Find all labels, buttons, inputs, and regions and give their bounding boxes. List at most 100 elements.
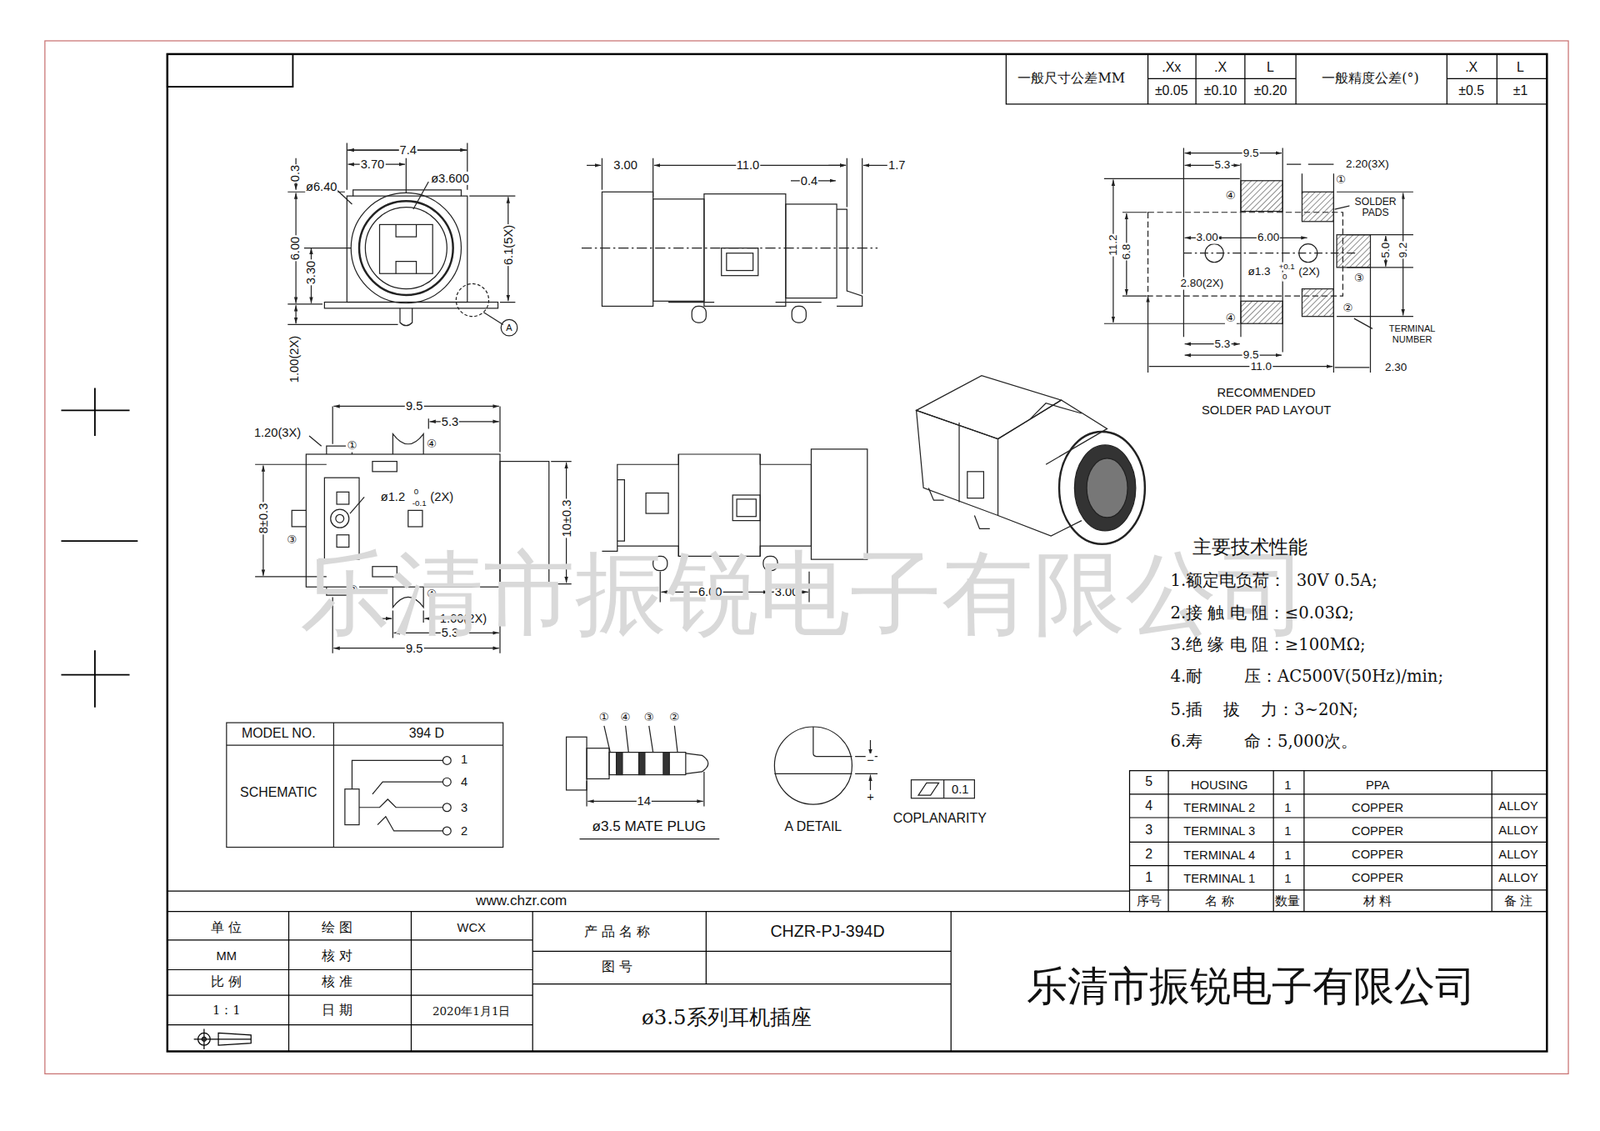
table-cell: COPPER	[1350, 800, 1405, 814]
title-block-cell: 产 品 名 称	[583, 924, 651, 939]
title-block-cell: 核 对	[320, 949, 354, 964]
dimension: 9.2	[1396, 241, 1410, 260]
table-cell: 3	[1144, 822, 1154, 837]
dimension: ø1.3	[1247, 265, 1272, 278]
table-cell: ALLOY	[1497, 847, 1539, 861]
dimension: 5.3	[1214, 159, 1232, 172]
view-title: SOLDER PAD LAYOUT	[1200, 403, 1332, 417]
title-block-cell: 比 例	[210, 974, 243, 989]
spec-line: 2.接 触 电 阻：≤0.03Ω;	[1170, 604, 1354, 623]
title-block-cell: 绘 图	[320, 920, 354, 935]
callout-number: ②	[1341, 301, 1354, 315]
table-cell: .Xx	[1160, 60, 1182, 75]
table-cell: ±0.20	[1253, 83, 1289, 98]
table-cell: ALLOY	[1497, 870, 1539, 885]
schematic	[345, 756, 451, 835]
title-block-cell: 单 位	[210, 920, 243, 935]
table-header: 材 料	[1362, 894, 1394, 908]
dimension: 11.2	[1106, 233, 1120, 256]
title-block-cell: 日 期	[320, 1002, 354, 1017]
table-cell: TERMINAL 1	[1182, 871, 1256, 885]
spec-line: 5.插 拔 力：3~20N;	[1170, 700, 1358, 720]
spec-heading: 主要技术性能	[1192, 536, 1308, 559]
dimension: 7.4	[399, 143, 418, 157]
dimension: 9.5	[405, 399, 424, 413]
dimension: 3.30	[304, 260, 318, 286]
table-cell: TERMINAL 4	[1182, 848, 1256, 862]
table-cell: 1	[1283, 824, 1292, 838]
note: SOLDER PADS	[1349, 195, 1402, 219]
spec-line: 4.耐 压：AC500V(50Hz)/min;	[1170, 667, 1444, 686]
pin-number: 4	[460, 775, 469, 789]
dimension: (2X)	[429, 490, 455, 504]
table-cell: 1	[1283, 778, 1292, 792]
tolerance: 0.1	[950, 781, 970, 795]
tolerance: 0	[1281, 271, 1288, 281]
table-cell: .X	[1464, 60, 1479, 75]
table-cell: MODEL NO.	[240, 726, 317, 741]
product-name: ø3.5系列耳机插座	[641, 1005, 812, 1029]
table-cell: ALLOY	[1497, 822, 1539, 836]
dimension: 1.20(3X)	[253, 425, 302, 440]
solder-pad-layout	[1104, 148, 1414, 373]
company-name: 乐清市振锐电子有限公司	[1026, 964, 1476, 1010]
table-cell: PPA	[1365, 778, 1390, 792]
spec-line: 6.寿 命：5,000次。	[1170, 732, 1358, 751]
table-cell: COPPER	[1350, 824, 1405, 838]
dimension: 11.0	[735, 158, 761, 172]
table-cell: COPPER	[1350, 847, 1405, 861]
dimension: 10±0.3	[559, 499, 573, 539]
callout-number: ④	[1225, 312, 1237, 325]
dimension: 1.00(2X)	[287, 335, 301, 384]
dimension: 5.3	[440, 415, 460, 429]
title-block-cell: MM	[215, 949, 238, 963]
mate-plug	[566, 725, 720, 840]
table-cell: 2	[1144, 846, 1154, 861]
table-cell: TERMINAL 3	[1182, 824, 1256, 838]
table-cell: TERMINAL 2	[1182, 800, 1256, 814]
table-header: 名 称	[1204, 894, 1235, 908]
dimension: (2X)	[1297, 265, 1321, 278]
dimension: 0.3	[288, 164, 302, 183]
table-header: 数量	[1274, 894, 1301, 908]
title-block-cell: 核 准	[320, 974, 354, 989]
registration-mark	[60, 387, 138, 707]
table-cell: ±1	[1512, 83, 1530, 98]
website: www.chzr.com	[475, 893, 568, 910]
dimension: 11.0	[1250, 360, 1273, 373]
detail-callout: A	[505, 322, 513, 333]
table-cell: 5	[1144, 774, 1154, 789]
model-table	[226, 722, 504, 847]
tolerance: +0.1	[1277, 261, 1295, 271]
iso-view	[916, 375, 1145, 545]
outer-border	[45, 40, 1569, 1074]
dimension: 0.4	[800, 174, 819, 188]
dimension: 6.00	[1256, 231, 1280, 245]
title-block-cell: 2020年1月1日	[431, 1005, 512, 1018]
front-view	[287, 142, 518, 335]
table-cell: 4	[1144, 799, 1154, 814]
table-header: 备 注	[1503, 894, 1535, 908]
dimension: 5.3	[1214, 337, 1232, 350]
dimension: 5.0	[1379, 241, 1392, 260]
table-cell: ±0.5	[1457, 83, 1485, 98]
view-title: ø3.5 MATE PLUG	[591, 818, 707, 835]
dimension: ø6.40	[305, 180, 339, 194]
title-block	[167, 890, 1548, 1051]
callout-number: ④	[1225, 190, 1237, 203]
callout-number: ②	[668, 710, 680, 724]
inner-border	[167, 54, 1548, 1052]
table-cell: .X	[1213, 60, 1228, 75]
dimension: 14	[635, 794, 651, 808]
table-cell: 394 D	[408, 726, 445, 741]
table-cell: 一般尺寸公差MM	[1016, 71, 1126, 86]
callout-number: ③	[285, 533, 298, 546]
table-cell: 1	[1283, 848, 1292, 862]
dimension: 9.5	[1242, 146, 1260, 160]
view-title: COPLANARITY	[892, 810, 988, 825]
callout-number: ①	[1335, 173, 1347, 186]
coplanarity-frame	[910, 780, 975, 799]
dimension: ø3.600	[430, 171, 470, 185]
title-block-cell: WCX	[456, 920, 487, 935]
tolerance: 0	[413, 487, 420, 497]
